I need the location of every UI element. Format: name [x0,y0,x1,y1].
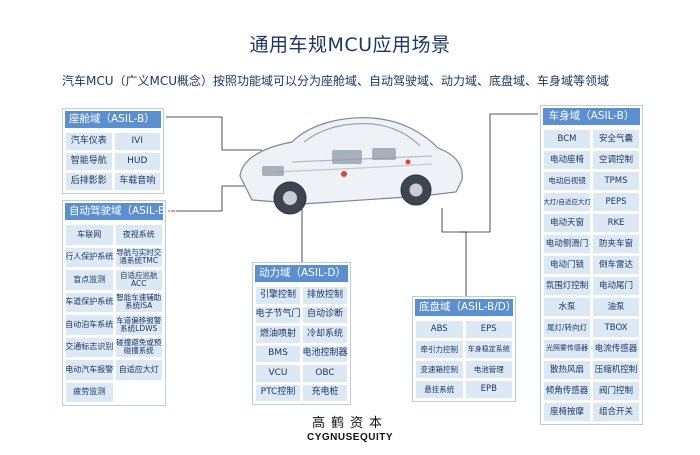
body-item: 电流传感器 [593,340,639,358]
adas-item: 碰撞避免或预碰撞系统 [115,337,162,357]
adas-item: 智能车速辅助系统ISA [115,292,162,312]
logo-english-name: CYGNUSEQUITY [306,432,393,443]
chassis-item: 悬挂系统 [416,381,463,398]
body-item: 电动门锁 [544,256,590,274]
body-item: 阀门控制 [593,382,639,400]
body-item: 水泵 [544,298,590,316]
adas-item: 车联网 [66,225,113,245]
body-item: 尾灯/转向灯 [544,319,590,337]
adas-item: 车道保护系统 [66,292,113,312]
power-item: 排放控制 [303,287,347,304]
power-domain: 动力域（ASIL-D） 引擎控制 排放控制 电子节气门 自动诊断 燃油喷射 冷却… [252,262,351,405]
cockpit-item: 汽车仪表 [66,133,112,150]
body-item: 氛围灯控制 [544,277,590,295]
cockpit-item: 车载音响 [114,173,160,190]
body-item: 电动后视镜 [544,172,590,190]
body-item: 电动尾门 [593,277,639,295]
body-item: BCM [544,130,590,148]
power-domain-header: 动力域（ASIL-D） [255,265,348,282]
cockpit-item: 智能导航 [66,153,112,170]
body-item: 油泵 [593,298,639,316]
adas-item: 自动泊车系统 [66,315,113,335]
cockpit-domain-header: 座舱域（ASIL-B） [65,111,161,128]
body-item: 电动座椅 [544,151,590,169]
adas-item: 导航与实时交通系统TMC [115,247,162,267]
power-item: 电池控制器 [303,345,347,362]
body-item: 散热风扇 [544,361,590,379]
car-illustration [239,117,463,215]
adas-item: 疲劳监测 [66,382,113,402]
power-item: 引擎控制 [256,287,300,304]
cockpit-item: 后排影影 [66,173,112,190]
body-item: 防夹车窗 [593,235,639,253]
power-item: 自动诊断 [303,306,347,323]
cockpit-item: IVI [114,133,160,150]
body-item: 电动侧滑门 [544,235,590,253]
adas-item: 电动汽车报警 [66,360,113,380]
chassis-item: 电池管理 [465,361,512,378]
body-domain-header: 车身域（ASIL-B） [543,108,640,125]
body-item: RKE [593,214,639,232]
body-item: 电动天窗 [544,214,590,232]
chassis-item: EPB [465,381,512,398]
adas-item: 自适应巡航ACC [115,270,162,290]
power-item: BMS [256,345,300,362]
adas-domain-header: 自动驾驶域（ASIL-B/D [65,203,177,220]
chassis-item: 牵引力控制 [416,341,463,358]
chassis-domain: 底盘域（ASIL-B/D） ABS EPS 牵引力控制 车身稳定系统 变速箱控制… [412,296,516,402]
body-item: 空调控制 [593,151,639,169]
page-title: 通用车规MCU应用场景 [249,34,451,56]
adas-item: 交通标志识别 [66,337,113,357]
adas-item: 车道偏移报警系统LDWS [115,315,162,335]
body-domain: 车身域（ASIL-B） BCM 安全气囊 电动座椅 空调控制 电动后视镜 TPM… [540,105,643,425]
adas-item: 行人保护系统 [66,247,113,267]
brand-logo: 高鹤资本 CYGNUSEQUITY [300,412,400,443]
body-item: TBOX [593,319,639,337]
cockpit-domain: 座舱域（ASIL-B） 汽车仪表 IVI 智能导航 HUD 后排影影 车载音响 [62,108,164,194]
chassis-item: EPS [465,321,512,338]
power-item: PTC控制 [256,384,300,401]
chassis-item: 变速箱控制 [416,361,463,378]
adas-item: 夜视系统 [115,225,162,245]
body-item: 安全气囊 [593,130,639,148]
connector-body [460,113,538,233]
power-item: 冷却系统 [303,326,347,343]
power-item: VCU [256,365,300,382]
body-item: 倒车雷达 [593,256,639,274]
chassis-item: ABS [416,321,463,338]
adas-domain: 自动驾驶域（ASIL-B/D 车联网 夜视系统 行人保护系统 导航与实时交通系统… [62,200,177,406]
adas-item: 自适应大灯 [115,360,162,380]
body-item: TPMS [593,172,639,190]
body-item: 座椅按摩 [544,403,590,421]
power-item: 燃油喷射 [256,326,300,343]
chassis-domain-header: 底盘域（ASIL-B/D） [415,299,516,316]
body-item: PEPS [593,193,639,211]
body-item: 压缩机控制 [593,361,639,379]
power-item: 电子节气门 [256,306,300,323]
power-item: 充电桩 [303,384,347,401]
body-item: 组合开关 [593,403,639,421]
body-item: 光照雾传感器 [544,340,590,358]
chassis-item: 车身稳定系统 [465,341,512,358]
page-subtitle: 汽车MCU（广义MCU概念）按照功能域可以分为座舱域、自动驾驶域、动力域、底盘域… [62,74,610,88]
cockpit-item: HUD [114,153,160,170]
logo-chinese-name: 高鹤资本 [311,416,388,431]
body-item: 倾角传感器 [544,382,590,400]
body-item: 大灯/自适应大灯 [544,193,590,211]
power-item: OBC [303,365,347,382]
adas-item: 盲点监测 [66,270,113,290]
